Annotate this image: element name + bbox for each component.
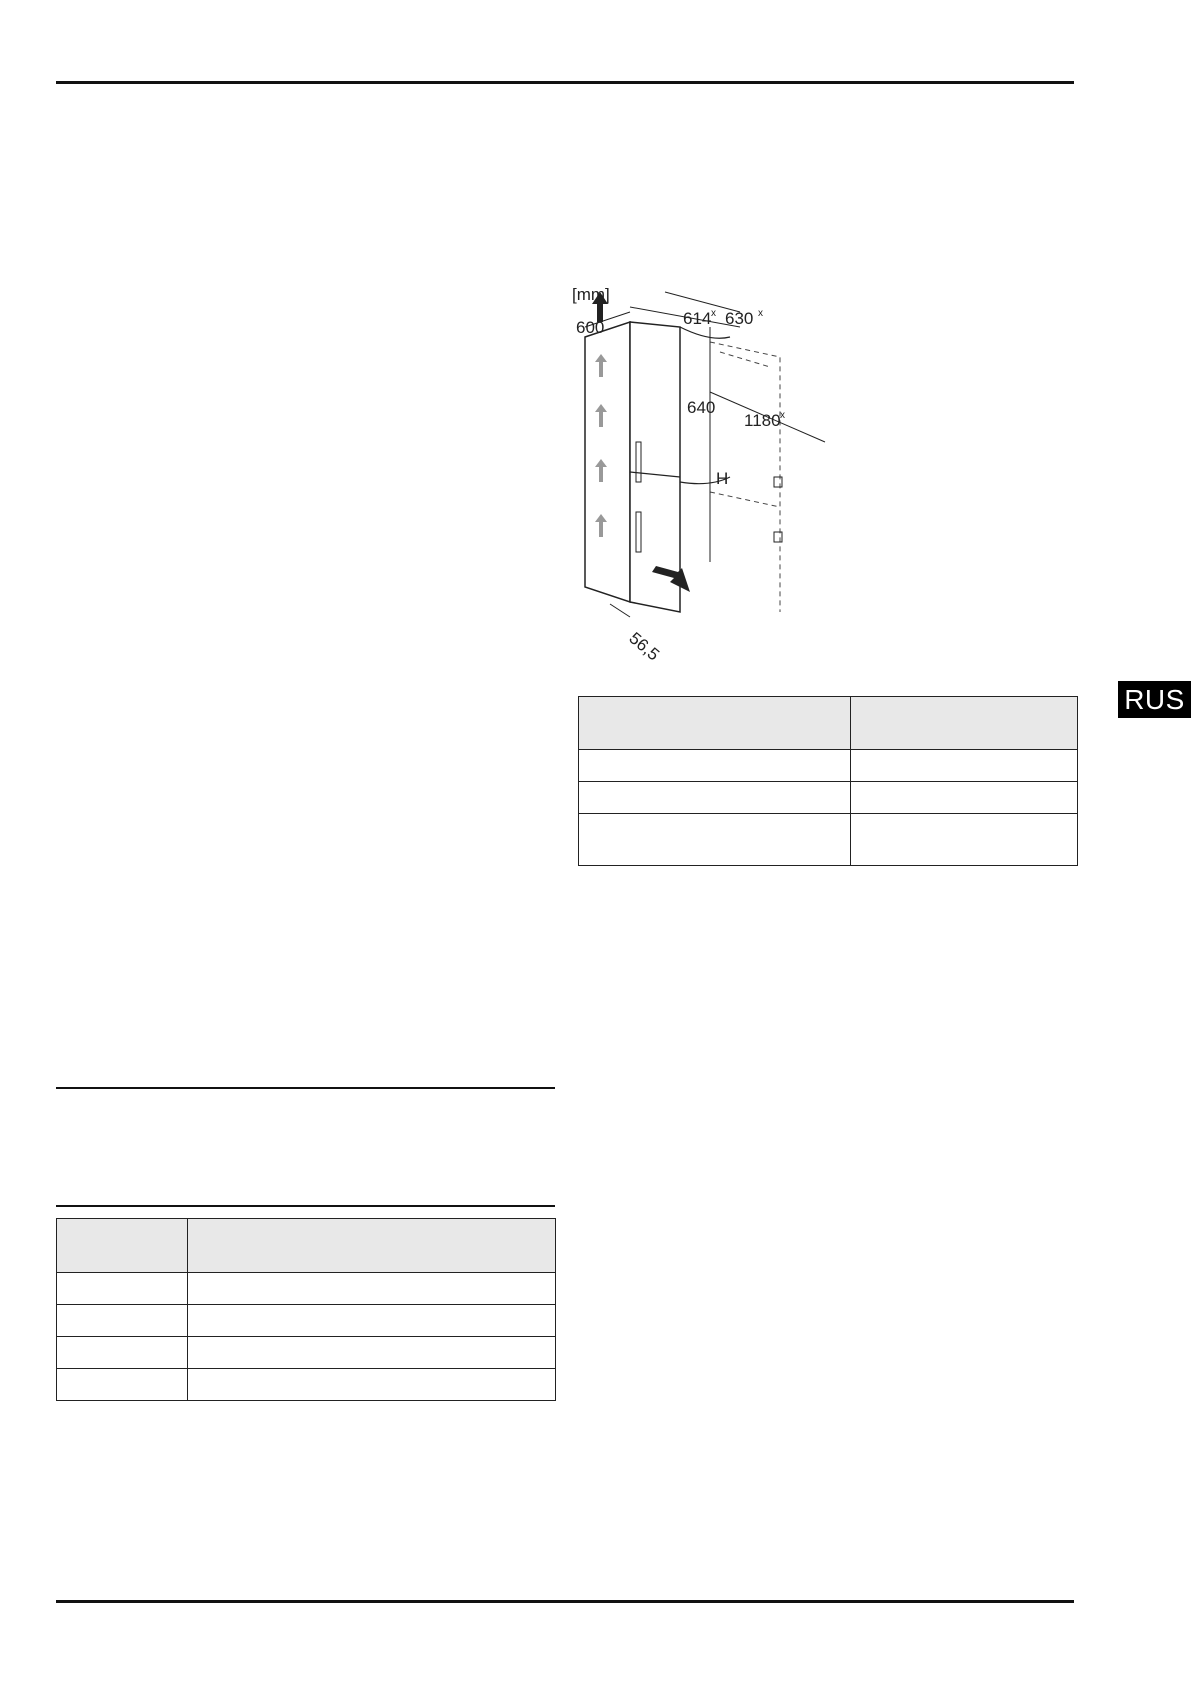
table-cell bbox=[578, 781, 851, 814]
table-cell bbox=[187, 1304, 556, 1337]
table-cell bbox=[56, 1218, 188, 1273]
table-row bbox=[56, 1304, 556, 1337]
table-cell bbox=[187, 1368, 556, 1401]
table-cell bbox=[187, 1218, 556, 1273]
table-cell bbox=[578, 813, 851, 866]
table-cell bbox=[56, 1336, 188, 1369]
dim-inner-label: 640 bbox=[687, 398, 715, 417]
installation-dimension-diagram: [mm] 600 614 x 630 x 640 1180 x H 56,5 bbox=[572, 285, 826, 665]
left-table bbox=[56, 1218, 556, 1401]
top-rule bbox=[56, 81, 1074, 84]
section-rule bbox=[56, 1205, 555, 1207]
table-row bbox=[578, 749, 1078, 782]
table-cell bbox=[850, 813, 1078, 866]
table-cell bbox=[187, 1272, 556, 1305]
right-table bbox=[578, 696, 1078, 866]
dim-height-label: H bbox=[716, 469, 728, 488]
dim-open-label: 1180 bbox=[744, 411, 781, 430]
table-row bbox=[578, 781, 1078, 814]
dim-depth-label: 614 bbox=[683, 309, 711, 328]
table-row bbox=[56, 1368, 556, 1401]
table-row bbox=[578, 813, 1078, 866]
table-cell bbox=[56, 1304, 188, 1337]
table-cell bbox=[578, 696, 851, 750]
table-cell bbox=[850, 749, 1078, 782]
table-cell bbox=[56, 1272, 188, 1305]
dim-depth-door-label: 630 bbox=[725, 309, 753, 328]
table-header-row bbox=[56, 1218, 556, 1273]
dim-depth-sup: x bbox=[711, 308, 716, 319]
unit-label: [mm] bbox=[572, 285, 610, 304]
dim-plinth-label: 56,5 bbox=[625, 629, 663, 665]
table-cell bbox=[850, 696, 1078, 750]
table-row bbox=[56, 1272, 556, 1305]
dim-depth-door-sup: x bbox=[758, 308, 763, 319]
dim-width-label: 600 bbox=[576, 318, 604, 337]
table-cell bbox=[56, 1368, 188, 1401]
table-header-row bbox=[578, 696, 1078, 750]
language-tab: RUS bbox=[1118, 681, 1191, 718]
table-cell bbox=[850, 781, 1078, 814]
table-cell bbox=[578, 749, 851, 782]
bottom-rule bbox=[56, 1600, 1074, 1603]
table-row bbox=[56, 1336, 556, 1369]
table-cell bbox=[187, 1336, 556, 1369]
dim-open-sup: x bbox=[780, 410, 785, 421]
section-rule bbox=[56, 1087, 555, 1089]
